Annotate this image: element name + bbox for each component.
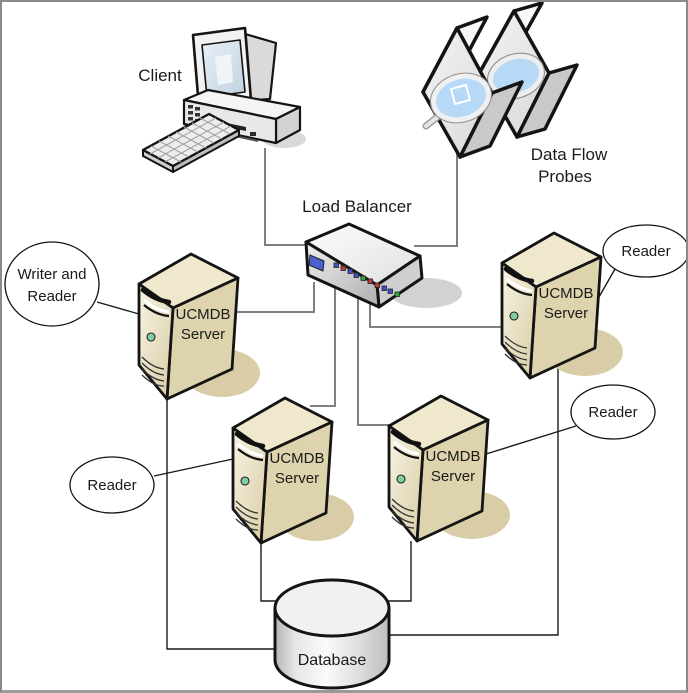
led-6 <box>367 278 373 284</box>
loadbalancer-led-strip <box>333 262 400 297</box>
reader-left-callout-line <box>153 458 234 477</box>
ucmdb-server-4: UCMDB Server <box>389 396 510 541</box>
database-cylinder-top <box>273 578 391 638</box>
writer-reader-callout-line2: Reader <box>27 288 76 305</box>
server2-label-line1: UCMDB <box>539 285 594 302</box>
server4-label-line2: Server <box>431 468 475 485</box>
magnifier-lens-square <box>450 84 471 105</box>
magnifier-ring-outer <box>429 72 493 124</box>
server3-label-line2: Server <box>275 470 319 487</box>
loadbalancer-front-face <box>304 240 381 309</box>
client-node <box>141 26 306 173</box>
data-flow-probes-node <box>421 2 579 159</box>
probe-box-front <box>421 15 524 159</box>
led-10 <box>394 291 400 297</box>
reader-callout-left: Reader <box>69 456 155 514</box>
led-8 <box>381 285 387 291</box>
server2-label-line2: Server <box>544 305 588 322</box>
reader-callout-left-label: Reader <box>87 477 136 494</box>
reader-middle-right-callout-line <box>485 425 577 455</box>
case-button <box>250 132 256 136</box>
ucmdb-server-2: UCMDB Server <box>502 233 623 378</box>
reader-top-right-callout-line <box>598 268 616 298</box>
led-4 <box>353 272 359 278</box>
ucmdb-server-3: UCMDB Server <box>233 398 354 543</box>
server1-label-line1: UCMDB <box>176 306 231 323</box>
database-label: Database <box>298 652 367 669</box>
probes-label-line1: Data Flow <box>531 145 608 164</box>
ucmdb-server-1: UCMDB Server <box>139 254 260 399</box>
writer-reader-callout-line1: Writer and <box>18 266 87 283</box>
led-1 <box>333 262 339 268</box>
server2-to-database-line <box>390 366 559 636</box>
loadbalancer-to-server1-line <box>232 282 315 313</box>
keyboard-keys <box>149 117 232 163</box>
server1-to-database-line <box>166 400 278 650</box>
server4-label-line1: UCMDB <box>426 448 481 465</box>
loadbalancer-to-server2-line <box>369 299 502 328</box>
led-5 <box>360 275 366 281</box>
writer-reader-callout-line <box>96 301 140 315</box>
reader-callout-top-right: Reader <box>602 224 686 278</box>
screen-highlight <box>215 54 233 85</box>
magnifier-lens <box>431 73 491 123</box>
server1-label-line2: Server <box>181 326 225 343</box>
loadbalancer-to-server3-line <box>310 288 336 407</box>
reader-callout-middle-right-label: Reader <box>588 404 637 421</box>
probes-label-line2: Probes <box>538 167 592 186</box>
led-9 <box>387 288 393 294</box>
magnifier-lens-back <box>488 53 544 99</box>
led-2 <box>340 265 346 271</box>
client-label: Client <box>138 66 182 85</box>
client-to-loadbalancer-line <box>264 148 308 246</box>
led-3 <box>347 268 353 274</box>
load-balancer-label: Load Balancer <box>302 197 412 216</box>
load-balancer-node <box>304 222 462 309</box>
reader-callout-middle-right: Reader <box>570 384 656 440</box>
loadbalancer-to-server4-line <box>357 298 394 426</box>
keyboard-icon <box>141 112 241 173</box>
server3-label-line1: UCMDB <box>270 450 325 467</box>
led-7 <box>374 282 380 288</box>
probe-box-back <box>478 2 579 139</box>
magnifier-icon <box>422 72 493 130</box>
database-node: Database <box>273 578 391 690</box>
probes-to-loadbalancer-line <box>414 143 458 247</box>
loadbalancer-display <box>308 254 325 272</box>
writer-reader-callout: Writer and Reader <box>4 241 100 327</box>
reader-callout-top-right-label: Reader <box>621 243 670 260</box>
